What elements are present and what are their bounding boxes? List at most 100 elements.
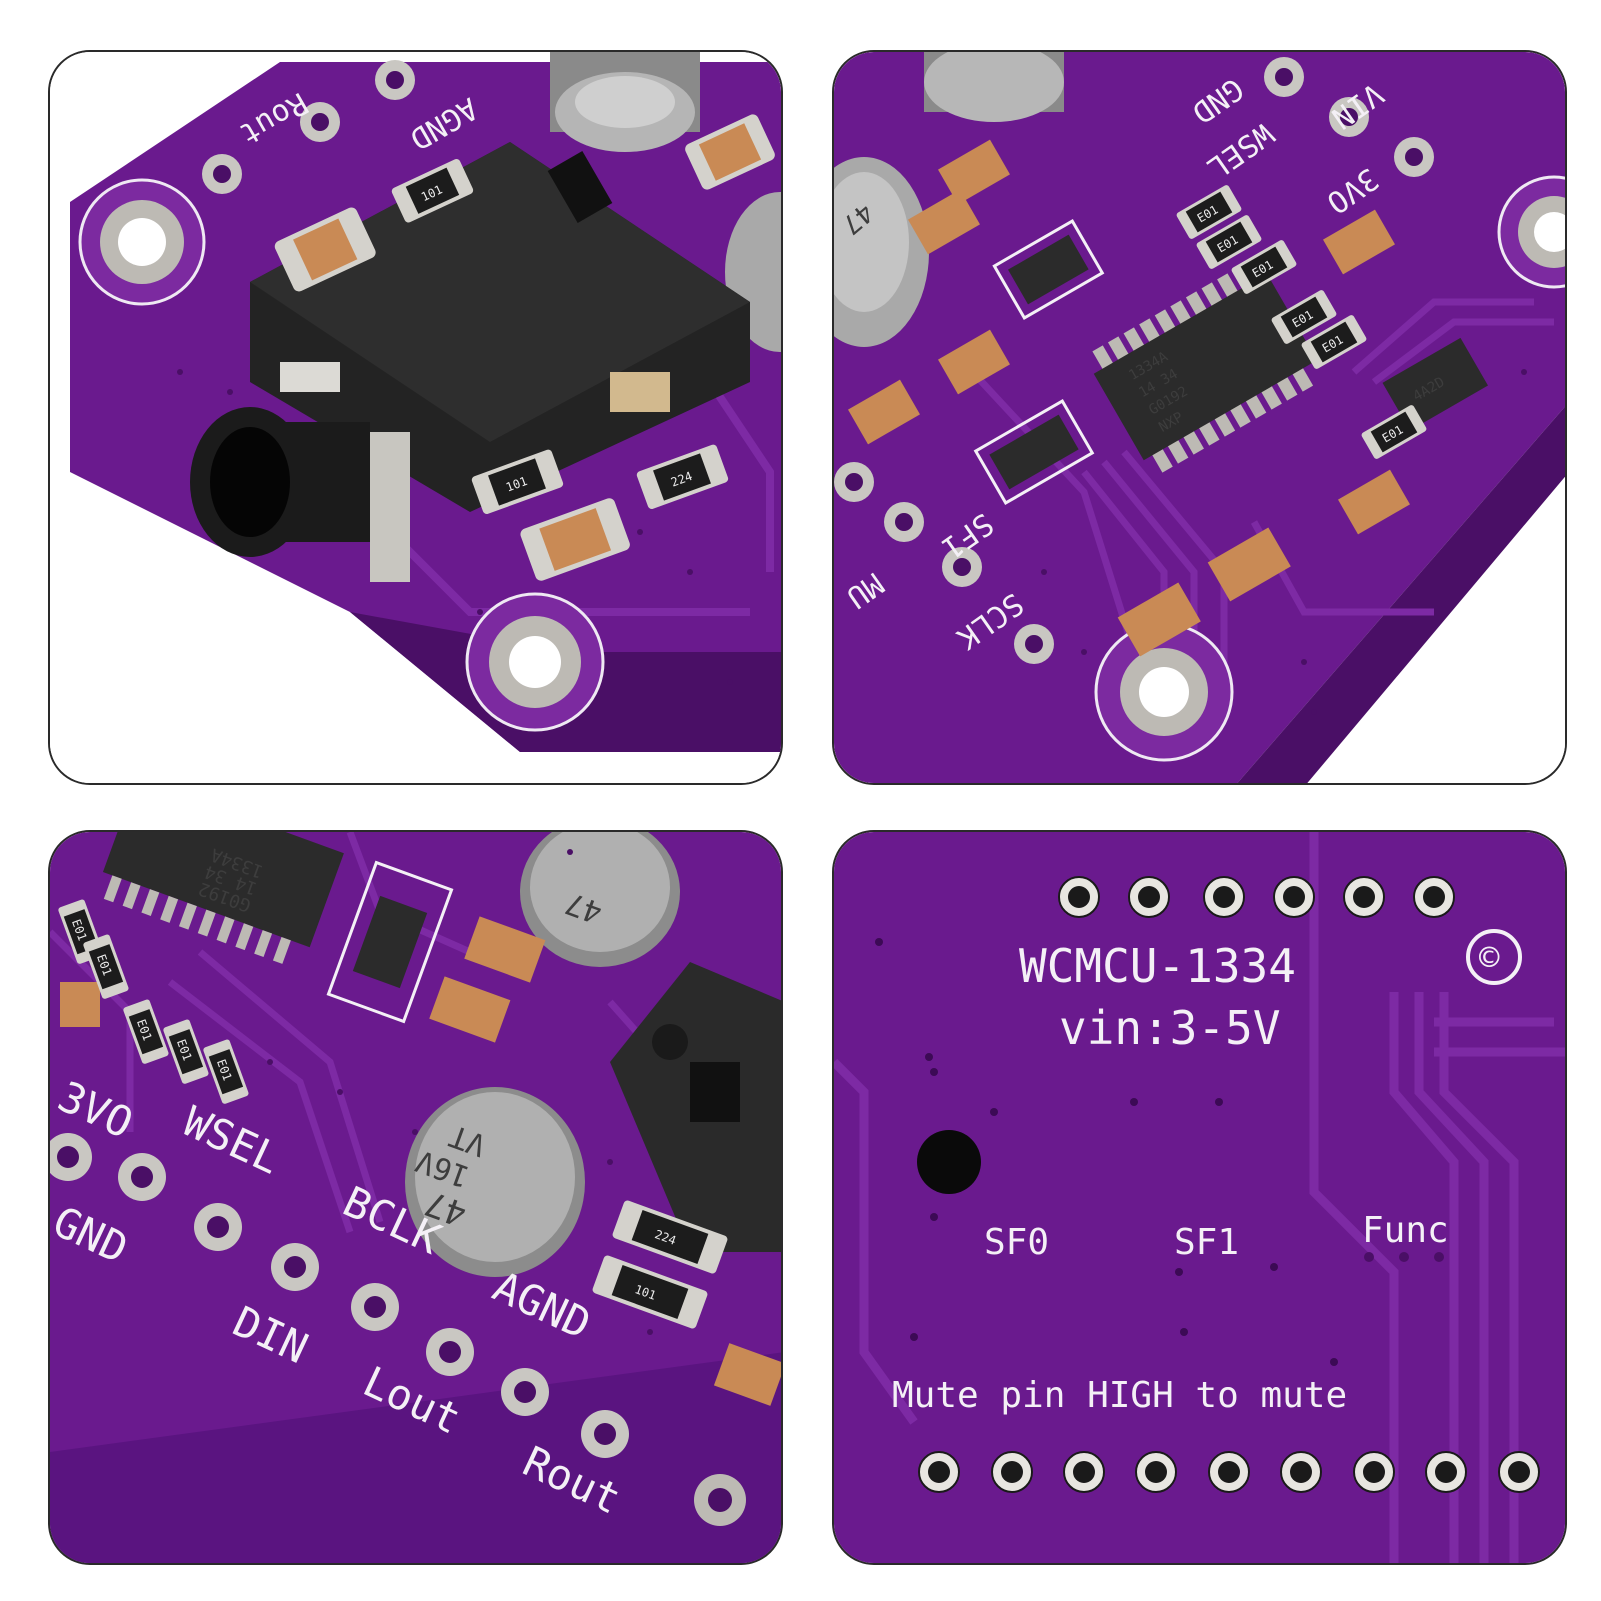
mounting-hole [465, 592, 605, 732]
header-pad [1135, 1451, 1177, 1493]
resistor-marking: E01 [94, 952, 115, 977]
header-pad [1343, 876, 1385, 918]
header-pad [1264, 57, 1304, 97]
resistor: 224 [636, 444, 729, 510]
audio-jack [610, 962, 781, 1252]
header-pad [834, 462, 874, 502]
dac-chip: 1334A 14 34 G0192 NXP [1092, 264, 1317, 473]
header-pad [991, 1451, 1033, 1493]
panel-board-back: WCMCU-1334 vin:3-5V © SF0 SF1 Func Mute … [832, 830, 1567, 1565]
resistor: E01 [1231, 240, 1297, 294]
resistor: E01 [1301, 315, 1367, 369]
ceramic-capacitors [848, 139, 1410, 657]
pcb-lower [50, 1352, 781, 1563]
photo-pin-labels: 1334A 14 34 G0192 47 47 16V VT E01 E [50, 832, 781, 1563]
electrolytic-capacitor: 47 [520, 832, 680, 967]
header-pad [1425, 1451, 1467, 1493]
mounting-hole [1497, 175, 1565, 289]
resistor: E01 [1361, 405, 1427, 459]
header-pad [50, 1133, 92, 1181]
header-pad [426, 1328, 474, 1376]
smd-diode [326, 860, 454, 1024]
vias [267, 849, 653, 1335]
header-pad [918, 1451, 960, 1493]
panel-chip-closeup: VIN GND WSEL 3VO SF1 SCLK MU 47 [832, 50, 1567, 785]
smd-diode [973, 398, 1095, 506]
mounting-hole [1094, 622, 1234, 762]
pcb-traces [834, 832, 1565, 1563]
resistor-marking-101: 101 [633, 1282, 658, 1303]
header-pad [1498, 1451, 1540, 1493]
header-pad [581, 1410, 629, 1458]
resistor: E01 [1176, 185, 1242, 239]
mute-note: Mute pin HIGH to mute [892, 1375, 1347, 1416]
header-pad [202, 154, 242, 194]
resistor-marking: E01 [174, 1037, 195, 1062]
header-pad [501, 1368, 549, 1416]
header-pad [1394, 137, 1434, 177]
resistor: E01 [1196, 215, 1262, 269]
header-pad [375, 60, 415, 100]
header-pad [1280, 1451, 1322, 1493]
resistor-marking: 224 [669, 469, 694, 490]
header-pad [694, 1474, 746, 1526]
ceramic-capacitors [60, 916, 781, 1406]
header-pad [1014, 624, 1054, 664]
header-pad [1063, 1451, 1105, 1493]
resistor-marking: E01 [69, 917, 90, 942]
vias [1041, 369, 1527, 715]
header-pad [884, 502, 924, 542]
smd-diode [992, 218, 1105, 321]
resistor: 101 [592, 1255, 708, 1329]
label-func: Func [1362, 1210, 1449, 1251]
resistor: 101 [391, 159, 474, 223]
mounting-hole [78, 178, 206, 306]
resistor: E01 [1271, 290, 1337, 344]
header-pad [1329, 97, 1369, 137]
header-pad [118, 1153, 166, 1201]
ceramic-capacitor [274, 207, 376, 292]
label-sf0: SF0 [984, 1222, 1049, 1263]
header-pad [351, 1283, 399, 1331]
photo-chip-area: VIN GND WSEL 3VO SF1 SCLK MU 47 [834, 52, 1565, 783]
board-hole [917, 1130, 981, 1194]
resistor: E01 [83, 934, 129, 999]
header-pad [271, 1243, 319, 1291]
func-pads [1364, 1252, 1444, 1262]
resistor-marking-224: 224 [653, 1227, 678, 1248]
board-voltage: vin:3-5V [1059, 1001, 1281, 1055]
audio-jack [190, 142, 750, 582]
board-title: WCMCU-1334 [1019, 939, 1296, 993]
header-pad [1273, 876, 1315, 918]
panel-pin-labels-closeup: 1334A 14 34 G0192 47 47 16V VT E01 E [48, 830, 783, 1565]
label-sf1: SF1 [1174, 1222, 1239, 1263]
header-pad [194, 1203, 242, 1251]
resistor-marking: 101 [504, 474, 529, 495]
pcb-edge [1237, 406, 1565, 783]
photo-audio-jack: Rout AGND 101 [50, 52, 781, 783]
pcb-trace [706, 379, 774, 572]
resistor-marking: E01 [214, 1057, 235, 1082]
ceramic-capacitor [520, 498, 630, 581]
dac-chip: 1334A 14 34 G0192 [102, 832, 344, 964]
header-pad [1413, 876, 1455, 918]
resistor: E01 [123, 999, 169, 1064]
copyright-circle [1466, 929, 1522, 985]
photo-board-back: WCMCU-1334 vin:3-5V © SF0 SF1 Func Mute … [834, 832, 1565, 1563]
header-pad [1058, 876, 1100, 918]
copyright-mark: © [1479, 938, 1500, 978]
panel-audio-jack-closeup: Rout AGND 101 [48, 50, 783, 785]
header-pad [942, 547, 982, 587]
electrolytic-capacitor [924, 52, 1064, 122]
header-pad [1353, 1451, 1395, 1493]
resistor-marking: E01 [134, 1017, 155, 1042]
vias [177, 369, 733, 685]
electrolytic-capacitor: 47 16V VT [405, 1087, 585, 1277]
resistor: E01 [163, 1019, 209, 1084]
header-pad [300, 102, 340, 142]
electrolytic-capacitor [550, 52, 700, 152]
header-pad [1208, 1451, 1250, 1493]
resistor: E01 [203, 1039, 249, 1104]
header-pad [1128, 876, 1170, 918]
header-pad [1203, 876, 1245, 918]
